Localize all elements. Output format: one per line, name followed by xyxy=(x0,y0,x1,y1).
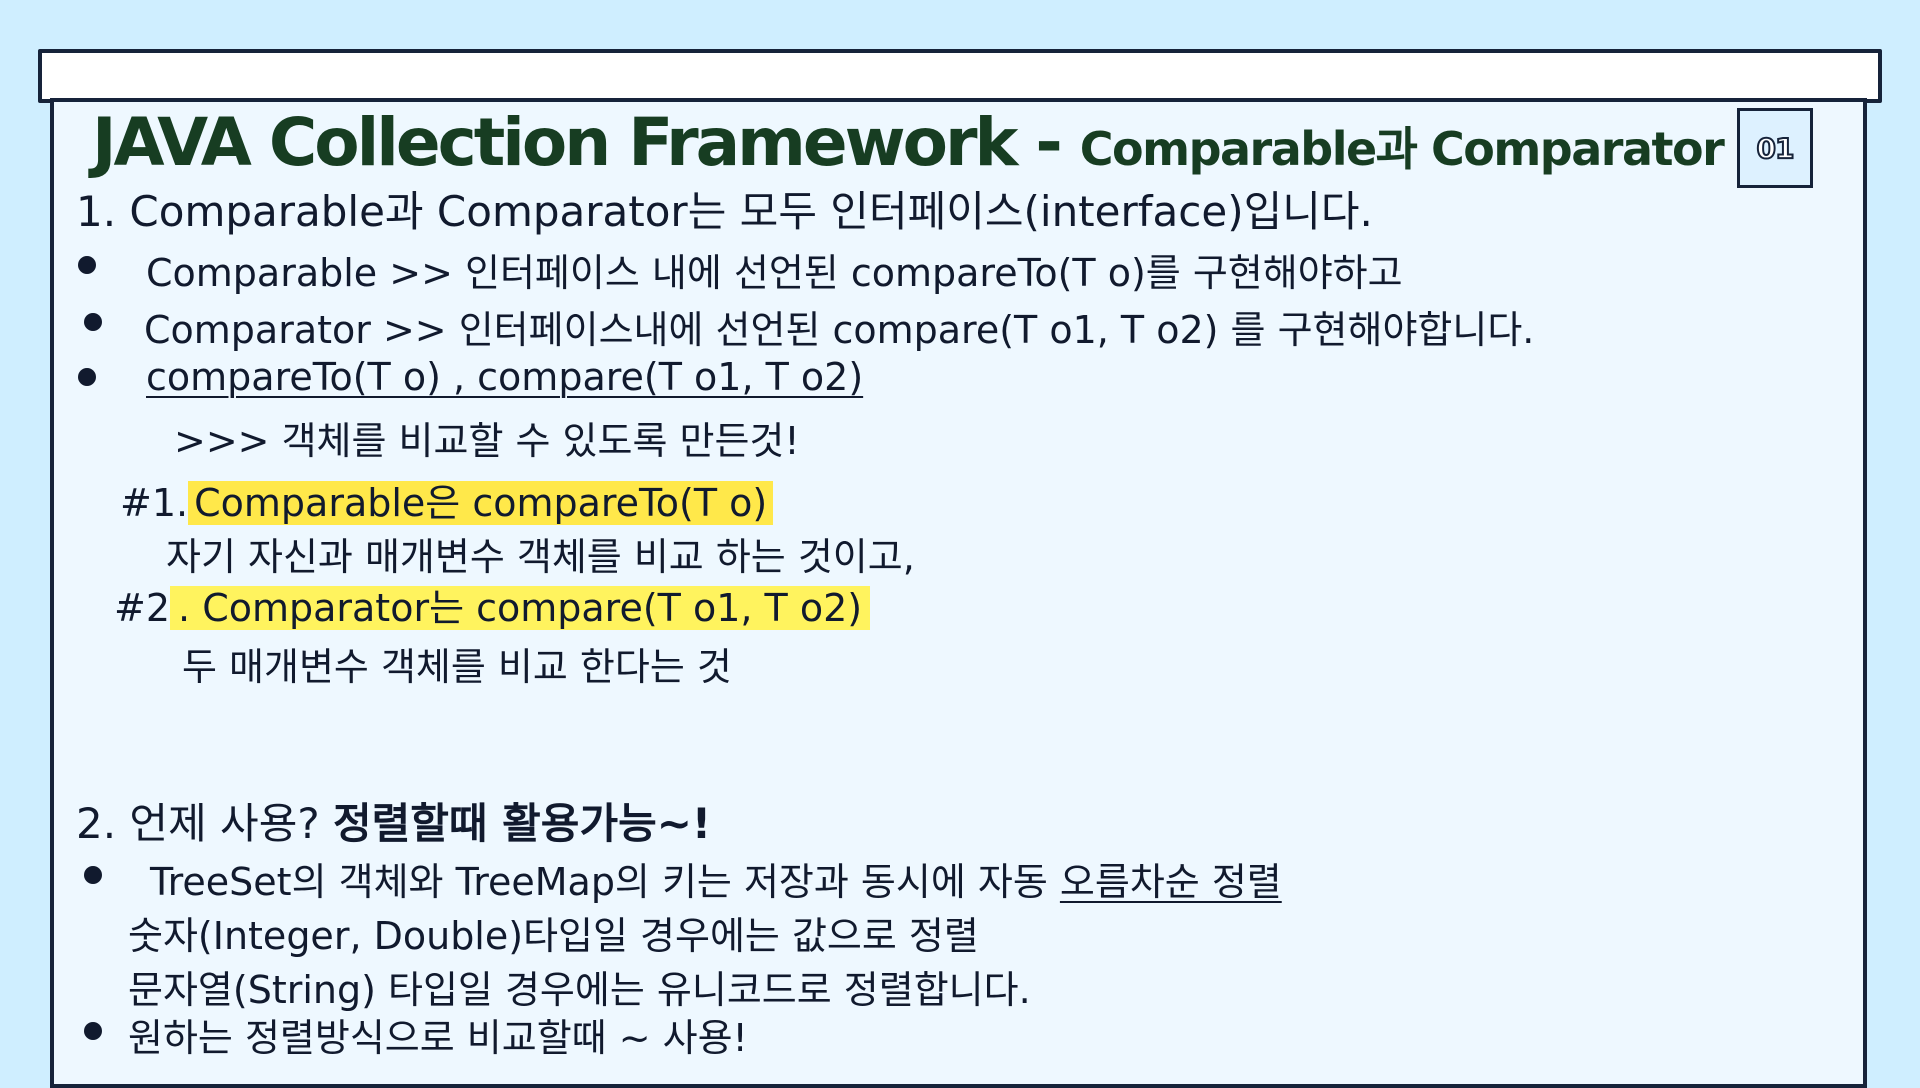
page-number-badge: 01 xyxy=(1737,108,1813,188)
bullet-dot xyxy=(84,313,102,331)
section2-bullet-custom: 원하는 정렬방식으로 비교할때 ~ 사용! xyxy=(128,1016,748,1060)
item1-prefix: #1. xyxy=(120,481,189,525)
section2-heading-emphasis: 정렬할때 활용가능~! xyxy=(332,799,712,848)
section1-bullet-methods: compareTo(T o) , compare(T o1, T o2) xyxy=(146,355,864,399)
title-sub: Comparable과 Comparator xyxy=(1079,122,1725,176)
section2-bullet1-underlined: 오름차순 정렬 xyxy=(1059,860,1282,904)
section1-heading: 1. Comparable과 Comparator는 모두 인터페이스(inte… xyxy=(76,187,1373,236)
section2-bullet1-text: TreeSet의 객체와 TreeMap의 키는 저장과 동시에 자동 xyxy=(150,860,1060,904)
item1-description: 자기 자신과 매개변수 객체를 비교 하는 것이고, xyxy=(166,535,915,579)
title-main: JAVA Collection Framework - xyxy=(92,104,1080,181)
bullet-dot xyxy=(78,256,96,274)
bullet-dot xyxy=(78,368,96,386)
item2-description: 두 매개변수 객체를 비교 한다는 것 xyxy=(182,645,732,689)
section1-bullet-comparable: Comparable >> 인터페이스 내에 선언된 compareTo(T o… xyxy=(146,251,1403,295)
bullet-dot xyxy=(84,866,102,884)
section1-bullet-comparator: Comparator >> 인터페이스내에 선언된 compare(T o1, … xyxy=(144,308,1535,352)
item1-row: #1.Comparable은 compareTo(T o) xyxy=(120,472,774,527)
item2-highlight: . Comparator는 compare(T o1, T o2) xyxy=(170,586,871,630)
section2-number-line: 숫자(Integer, Double)타입일 경우에는 값으로 정렬 xyxy=(128,914,979,958)
section2-string-line: 문자열(String) 타입일 경우에는 유니코드로 정렬합니다. xyxy=(128,968,1031,1012)
section2-heading: 2. 언제 사용? 정렬할때 활용가능~! xyxy=(76,790,711,851)
section2-heading-prefix: 2. 언제 사용? xyxy=(76,799,333,848)
bullet-dot xyxy=(84,1022,102,1040)
section2-bullet-treeset: TreeSet의 객체와 TreeMap의 키는 저장과 동시에 자동 오름차순… xyxy=(150,851,1282,906)
section1-arrow-note: >>> 객체를 비교할 수 있도록 만든것! xyxy=(174,419,800,463)
top-bar xyxy=(38,49,1882,103)
item2-prefix: #2 xyxy=(114,586,171,630)
slide-title: JAVA Collection Framework - Comparable과 … xyxy=(92,104,1725,181)
item2-row: #2. Comparator는 compare(T o1, T o2) xyxy=(114,577,871,632)
item1-highlight: Comparable은 compareTo(T o) xyxy=(188,481,774,525)
